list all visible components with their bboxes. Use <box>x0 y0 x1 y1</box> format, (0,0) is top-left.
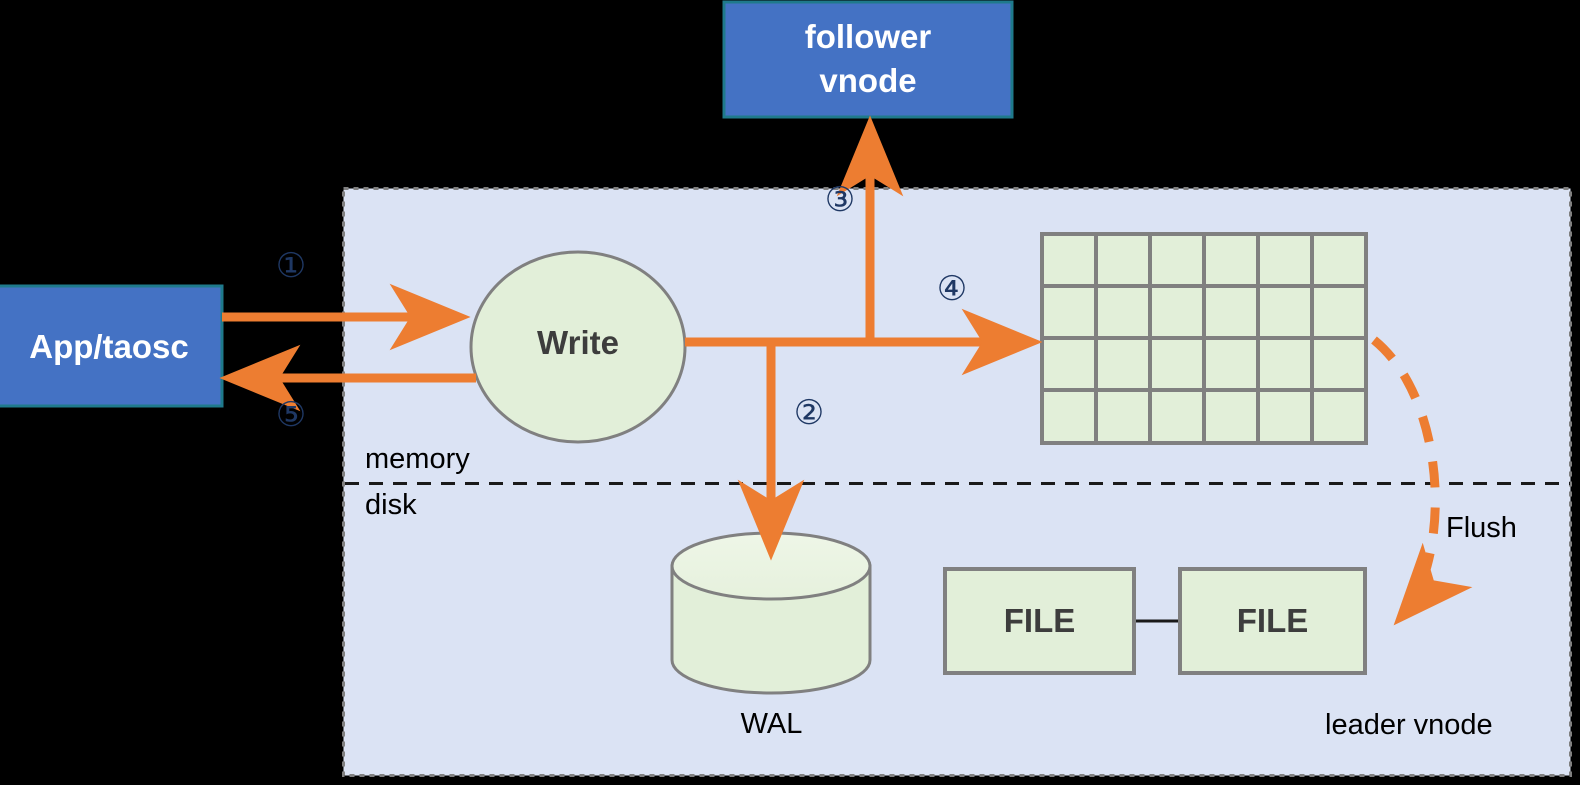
file-box-1 <box>943 567 1136 675</box>
app-taosc-box <box>0 284 224 408</box>
file-box-2 <box>1178 567 1367 675</box>
wal-cylinder <box>670 531 872 695</box>
memtable-grid <box>1040 232 1368 445</box>
arrow-flush <box>1371 336 1473 626</box>
write-node-ellipse <box>469 250 687 444</box>
follower-vnode-box <box>722 0 1014 119</box>
